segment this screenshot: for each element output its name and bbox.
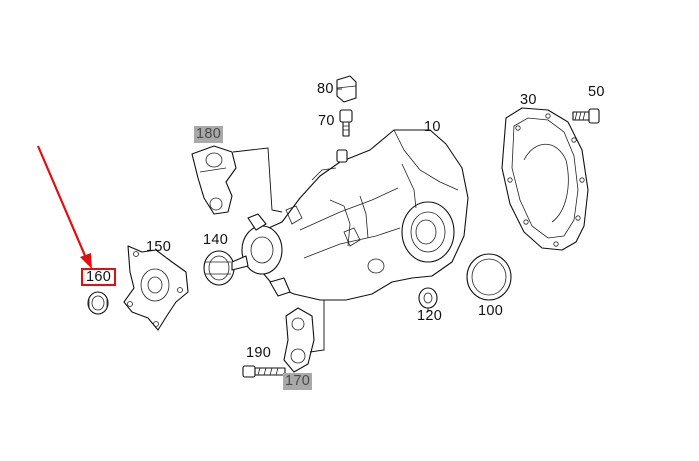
- part-30-rear-cover[interactable]: [501, 107, 589, 251]
- callout-10[interactable]: 10: [424, 119, 441, 135]
- part-80-vent-cap[interactable]: [336, 75, 357, 103]
- callout-190[interactable]: 190: [246, 345, 272, 361]
- callout-70[interactable]: 70: [318, 113, 335, 129]
- callout-170[interactable]: 170: [283, 373, 313, 390]
- part-190-bolt[interactable]: [242, 365, 286, 378]
- leader-170: [309, 296, 325, 353]
- callout-160-highlighted[interactable]: 160: [81, 268, 117, 286]
- callout-120[interactable]: 120: [417, 308, 443, 324]
- part-140-seal[interactable]: [203, 250, 235, 286]
- callout-80[interactable]: 80: [317, 81, 334, 97]
- part-120-bushing[interactable]: [418, 287, 438, 309]
- part-160-nut[interactable]: [87, 291, 109, 315]
- callout-150[interactable]: 150: [146, 239, 172, 255]
- part-70-vent-valve[interactable]: [339, 109, 353, 137]
- callout-180[interactable]: 180: [194, 126, 224, 143]
- callout-140[interactable]: 140: [203, 232, 229, 248]
- part-100-seal-ring[interactable]: [466, 253, 512, 301]
- part-150-flange[interactable]: [123, 245, 189, 331]
- callout-50[interactable]: 50: [588, 84, 605, 100]
- leader-180: [232, 147, 283, 213]
- part-180-bracket[interactable]: [191, 145, 237, 215]
- highlight-arrow-icon: [36, 145, 92, 269]
- part-170-bracket[interactable]: [283, 307, 315, 373]
- part-10-differential-housing[interactable]: [231, 129, 469, 301]
- part-50-bolt[interactable]: [572, 108, 600, 124]
- callout-30[interactable]: 30: [520, 92, 537, 108]
- callout-100[interactable]: 100: [478, 303, 504, 319]
